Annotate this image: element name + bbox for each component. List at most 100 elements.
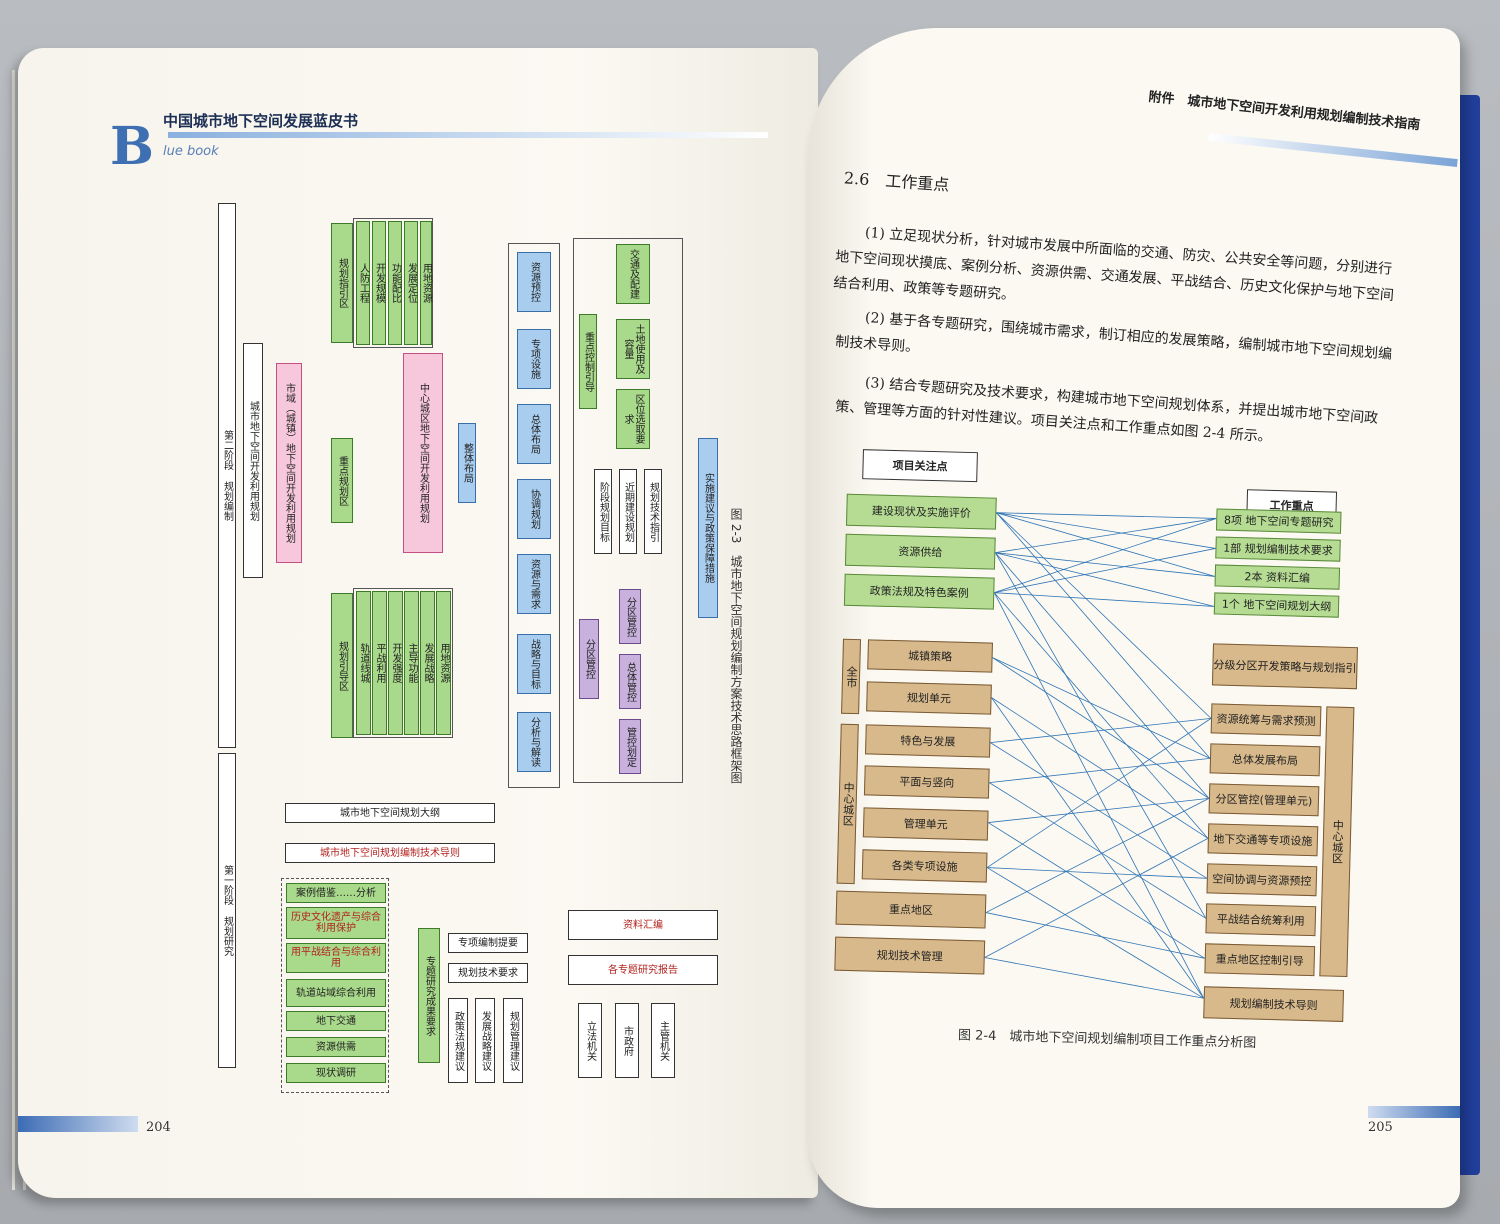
right-page: 附件 城市地下空间开发利用规划编制技术指南 2.6 工作重点 (1) 立足现状分… <box>808 28 1460 1208</box>
special-research-box: 专题研究成果要求 <box>418 928 440 1063</box>
tech-guide-box: 城市地下空间规划编制技术导则 <box>285 843 495 863</box>
policy-item: 发展战略建议 <box>475 998 495 1083</box>
work-green-item: 1部 规划编制技术要求 <box>1215 536 1341 562</box>
footer-bar <box>18 1116 138 1132</box>
focus-green-item: 政策法规及特色案例 <box>843 573 995 610</box>
special-report-box: 各专题研究报告 <box>568 955 718 985</box>
city-plan-note: 城市地下空间开发利用规划 <box>243 343 263 578</box>
focus-tan-item: 管理单元 <box>862 807 989 841</box>
work-tan-item: 资源统筹与需求预测 <box>1210 703 1322 737</box>
page-number-right: 205 <box>1368 1120 1393 1135</box>
right-col-item: 土地使用及容量 <box>616 319 650 379</box>
gov-item: 主管机关 <box>651 1003 675 1078</box>
guide-zone-item: 开发强度 <box>388 591 403 735</box>
research-items: 案例借鉴……分析 历史文化遗产与综合利用保护 用平战结合与综合利用 轨道站域综合… <box>281 878 389 1093</box>
violet-item: 总体管控 <box>619 654 641 709</box>
control-column: 重点控制引导 交通及配建 土地使用及容量 区位选取要求 阶段规划目标 近期建设规… <box>573 238 683 783</box>
right-col-item: 区位选取要求 <box>616 389 650 449</box>
phase2-label: 第二阶段 规划编制 <box>218 203 236 748</box>
work-tan-item: 地下交通等专项设施 <box>1207 823 1319 857</box>
guide-zone-items: 轨道线城 平战利用 开发强度 主导功能 发展战略 用地资源 <box>353 588 453 738</box>
research-item: 轨道站域综合利用 <box>286 979 386 1007</box>
guide-area-item: 人防工程 <box>356 221 370 345</box>
focus-header: 项目关注点 <box>862 449 978 483</box>
work-green-item: 2本 资料汇编 <box>1214 564 1341 590</box>
bluebook-logo-letter: B <box>110 116 154 177</box>
guide-zone-item: 主导功能 <box>404 591 419 735</box>
focus-tan-item: 平面与竖向 <box>863 765 990 799</box>
guide-area-item: 发展定位 <box>404 221 418 345</box>
implementation-box: 实施建议与政策保障措施 <box>698 438 718 618</box>
violet-item: 分区管控 <box>619 589 641 644</box>
blue-item: 分析与解读 <box>517 712 551 772</box>
blue-item: 资源预控 <box>517 252 551 312</box>
plan-outline-box: 城市地下空间规划大纲 <box>285 803 495 823</box>
blue-item: 资源与需求 <box>517 554 551 614</box>
research-item: 历史文化遗产与综合利用保护 <box>286 907 386 939</box>
blue-item: 战略与目标 <box>517 634 551 694</box>
guide-zone-item: 用地资源 <box>436 591 451 735</box>
work-focus-figure: 项目关注点 工作重点 建设现状及实施评价 资源供给 政策法规及特色案例 全市 城… <box>808 448 1378 1062</box>
left-page: B 中国城市地下空间发展蓝皮书 lue book 第二阶段 规划编制 第一阶段 … <box>18 48 818 1198</box>
framework-diagram: 第二阶段 规划编制 第一阶段 规划研究 城市地下空间开发利用规划 市域（城镇）地… <box>213 198 753 1098</box>
focus-green-item: 建设现状及实施评价 <box>845 493 997 530</box>
blue-item: 总体布局 <box>517 404 551 464</box>
connector-lines <box>984 512 1217 999</box>
research-item: 用平战结合与综合利用 <box>286 943 386 973</box>
data-summary-box: 资料汇编 <box>568 910 718 940</box>
research-item: 地下交通 <box>286 1011 386 1031</box>
blue-column: 资源预控 专项设施 总体布局 协调规划 资源与需求 战略与目标 分析与解读 <box>508 243 560 788</box>
focus-tan-item: 各类专项设施 <box>861 849 988 883</box>
gov-item: 市政府 <box>615 1003 639 1078</box>
phase1-label: 第一阶段 规划研究 <box>218 753 236 1068</box>
book-title: 中国城市地下空间发展蓝皮书 <box>163 112 359 130</box>
policy-item: 规划管理建议 <box>503 998 523 1083</box>
gov-item: 立法机关 <box>578 1003 602 1078</box>
work-tan-item: 分区管控(管理单元) <box>1208 783 1320 817</box>
guide-area-items: 人防工程 开发规模 功能配比 发展定位 用地资源 <box>353 218 433 348</box>
page-number-left: 204 <box>146 1120 171 1135</box>
right-col-item: 交通及配建 <box>616 244 650 304</box>
focus-tan-item: 规划技术管理 <box>834 936 986 975</box>
research-item: 现状调研 <box>286 1063 386 1083</box>
near-term-plan: 近期建设规划 <box>619 469 637 554</box>
book-subtitle: lue book <box>163 144 219 159</box>
work-green-item: 1个 地下空间规划大纲 <box>1213 592 1340 618</box>
blue-item: 专项设施 <box>517 329 551 389</box>
work-bottom: 规划编制技术导则 <box>1203 986 1344 1022</box>
focus-tan-item: 规划单元 <box>866 681 992 715</box>
center-plan-box: 中心城区地下空间开发利用规划 <box>403 353 443 553</box>
work-tan-item: 平战结合统筹利用 <box>1205 903 1317 937</box>
blue-item: 协调规划 <box>517 479 551 539</box>
zone-control: 分区管控 <box>579 619 599 699</box>
focus-green-item: 资源供给 <box>844 533 996 570</box>
policy-item: 政策法规建议 <box>448 998 468 1083</box>
focus-tan-item: 城镇策略 <box>867 639 993 673</box>
special-item: 专项编制提要 <box>448 933 528 953</box>
guide-area-item: 用地资源 <box>420 221 432 345</box>
header-rule <box>1208 132 1458 168</box>
guide-zone-box: 规划引导区 <box>331 593 353 738</box>
work-tan-item: 重点地区控制引导 <box>1204 943 1316 977</box>
overall-layout-box: 整体布局 <box>458 423 476 503</box>
key-control-guide: 重点控制引导 <box>579 314 597 409</box>
footer-bar <box>1368 1106 1460 1118</box>
city-plan-box: 市域（城镇）地下空间开发利用规划 <box>276 363 302 563</box>
section-title: 2.6 工作重点 <box>843 168 950 195</box>
header-rule <box>168 132 768 138</box>
focus-tan-item: 特色与发展 <box>864 724 991 758</box>
guide-area-item: 开发规模 <box>372 221 386 345</box>
guide-area-box: 规划指引区 <box>331 223 353 343</box>
work-tan-item: 总体发展布局 <box>1209 743 1321 777</box>
special-item: 规划技术要求 <box>448 963 528 983</box>
stage-goal: 阶段规划目标 <box>594 469 612 554</box>
research-item: 案例借鉴……分析 <box>286 883 386 903</box>
key-area-box: 重点规划区 <box>331 438 353 523</box>
research-item: 资源供需 <box>286 1037 386 1057</box>
guide-zone-item: 平战利用 <box>372 591 387 735</box>
work-tan-item: 空间协调与资源预控 <box>1206 863 1318 897</box>
work-green-item: 8项 地下空间专题研究 <box>1215 508 1342 534</box>
focus-tan-item: 重点地区 <box>835 890 987 929</box>
guide-zone-item: 轨道线城 <box>356 591 371 735</box>
running-header: 附件 城市地下空间开发利用规划编制技术指南 <box>1147 89 1421 134</box>
